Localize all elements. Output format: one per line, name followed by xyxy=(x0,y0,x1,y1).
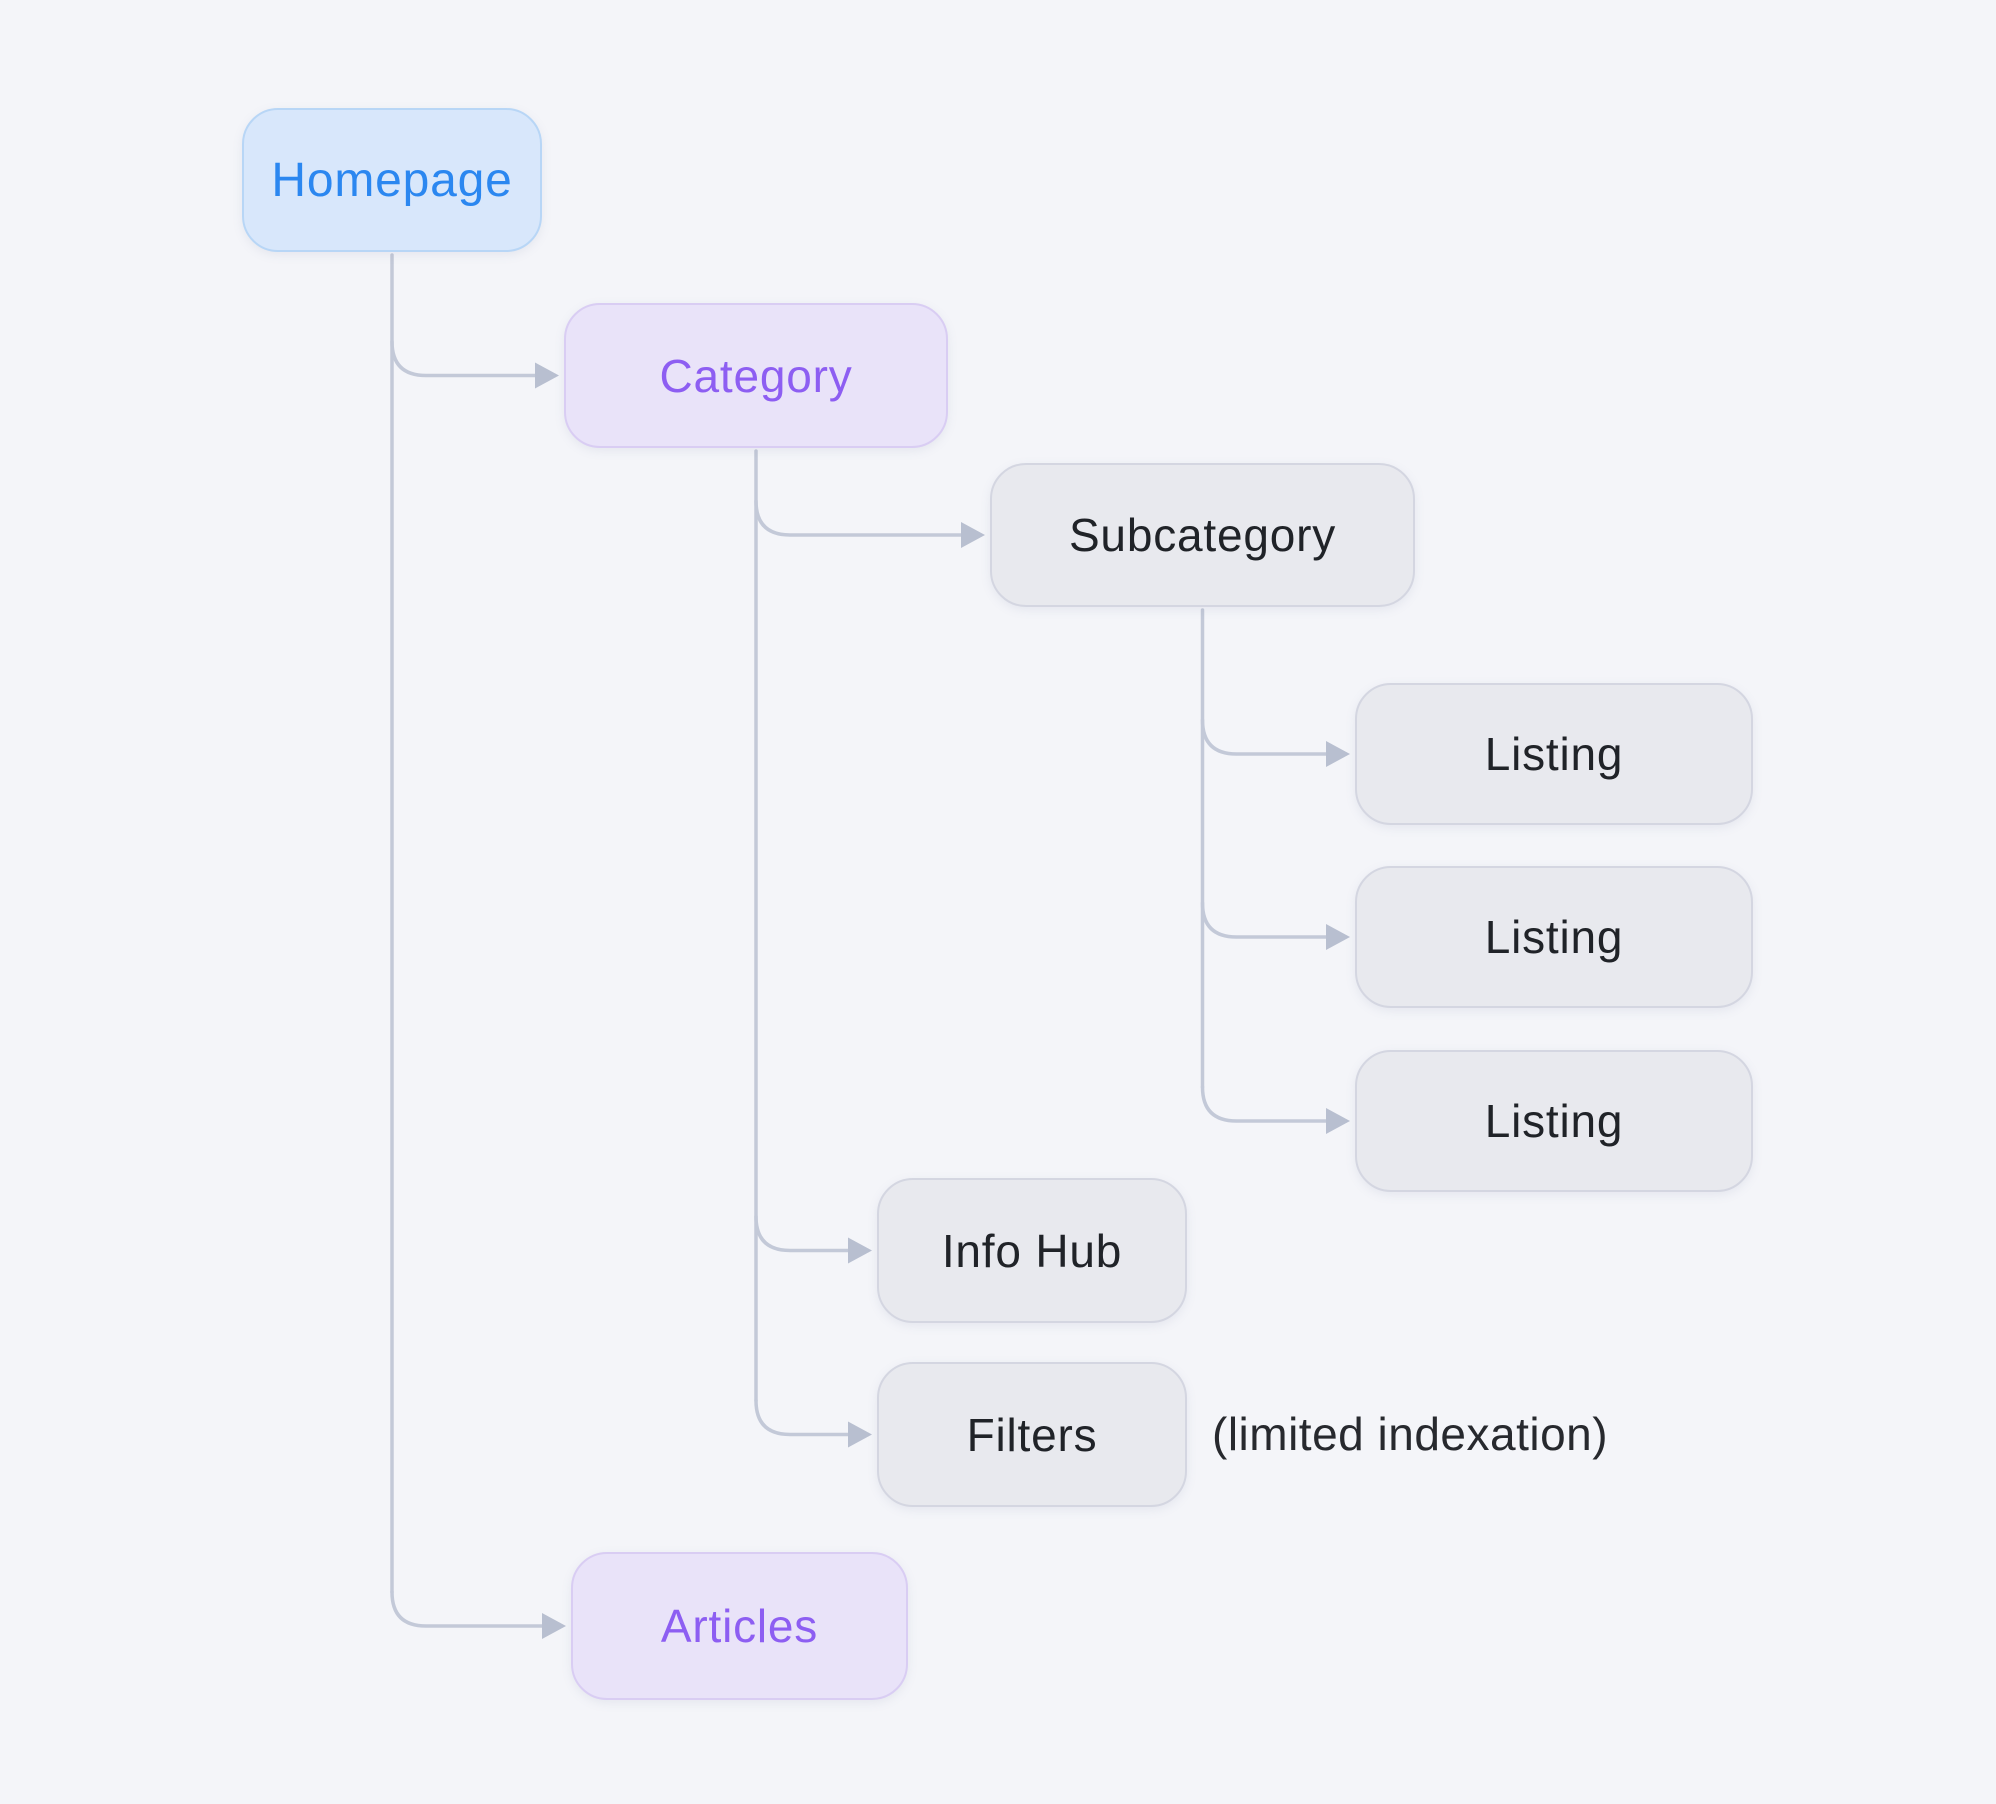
node-subcategory: Subcategory xyxy=(990,463,1415,607)
node-listing-1: Listing xyxy=(1355,683,1753,825)
annotation-limited-indexation: (limited indexation) xyxy=(1212,1408,1609,1460)
node-listing-2: Listing xyxy=(1355,866,1753,1008)
node-listing-3-label: Listing xyxy=(1484,1095,1624,1147)
node-articles-label: Articles xyxy=(660,1600,819,1652)
node-info-hub: Info Hub xyxy=(877,1178,1187,1323)
node-category: Category xyxy=(564,303,948,448)
node-listing-3: Listing xyxy=(1355,1050,1753,1192)
node-filters-label: Filters xyxy=(966,1408,1098,1461)
node-articles: Articles xyxy=(571,1552,908,1700)
node-listing-2-label: Listing xyxy=(1484,911,1624,963)
node-subcategory-label: Subcategory xyxy=(1068,509,1337,561)
node-listing-1-label: Listing xyxy=(1484,728,1624,780)
node-category-label: Category xyxy=(659,349,853,402)
node-filters: Filters xyxy=(877,1362,1187,1507)
node-info-hub-label: Info Hub xyxy=(941,1224,1123,1277)
node-homepage-label: Homepage xyxy=(271,153,513,207)
node-homepage: Homepage xyxy=(242,108,542,252)
